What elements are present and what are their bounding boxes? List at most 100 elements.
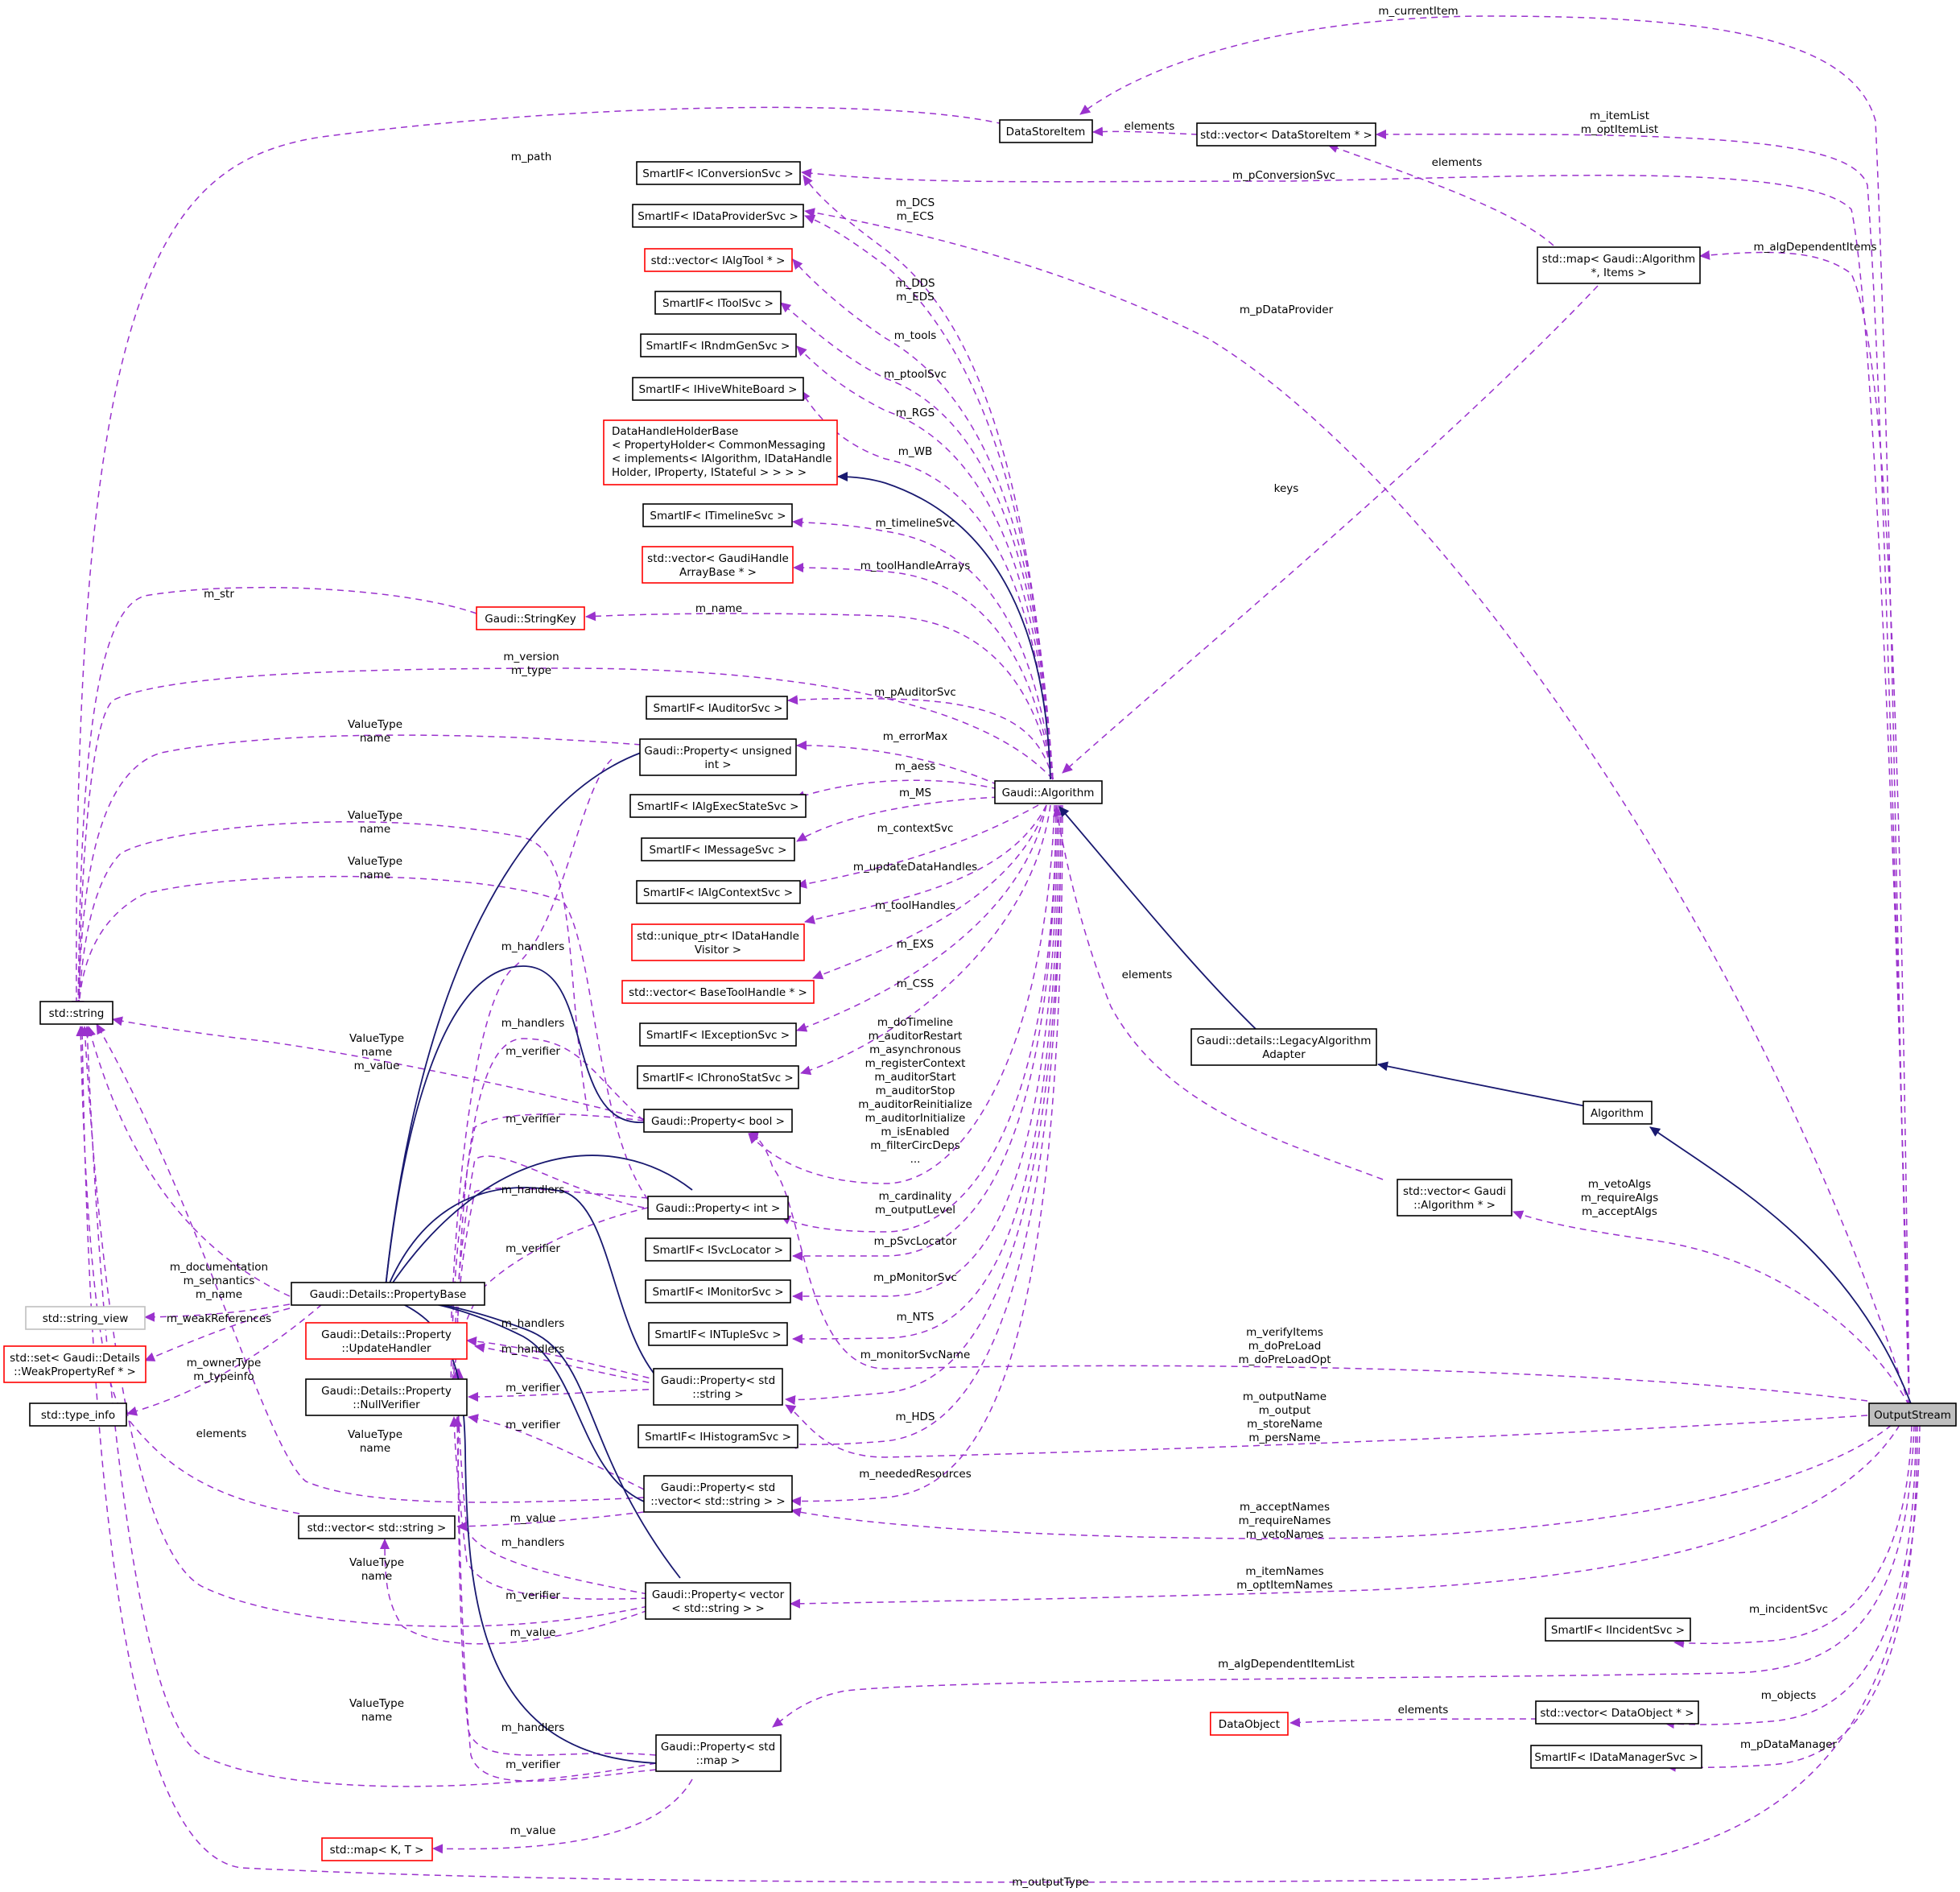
node-algorithm[interactable]: Algorithm (1582, 1101, 1653, 1125)
node-smartif-irndmgensvc[interactable]: SmartIF< IRndmGenSvc > (640, 333, 797, 357)
svg-text:SmartIF< IDataProviderSvc >: SmartIF< IDataProviderSvc > (638, 210, 798, 223)
node-smartif-intuplesvc[interactable]: SmartIF< INTupleSvc > (648, 1322, 788, 1346)
node-dataobject-label[interactable]: DataObject (1219, 1718, 1280, 1731)
node-set-weakpropertyref[interactable]: std::set< Gaudi::Details::WeakPropertyRe… (3, 1345, 146, 1383)
node-smartif-iauditorsvc[interactable]: SmartIF< IAuditorSvc > (646, 696, 788, 720)
edge-label-m-cardinality-2: m_outputLevel (875, 1204, 955, 1217)
edge-label-v5: m_verifier (505, 1419, 560, 1431)
svg-text:< PropertyHolder< CommonMessag: < PropertyHolder< CommonMessaging (612, 439, 825, 452)
edge-label-m-algdependentitems: m_algDependentItems (1753, 241, 1876, 254)
svg-text:SmartIF< IToolSvc >: SmartIF< IToolSvc > (662, 297, 774, 310)
svg-text:SmartIF< IHiveWhiteBoard >: SmartIF< IHiveWhiteBoard > (639, 383, 798, 396)
node-updatehandler[interactable]: Gaudi::Details::Property::UpdateHandler (305, 1322, 468, 1360)
node-gaudi-stringkey[interactable]: Gaudi::StringKey (476, 606, 585, 630)
node-outputstream[interactable]: OutputStream (1868, 1402, 1957, 1427)
edge-label-v7: m_verifier (505, 1758, 560, 1771)
node-smartif-ichronostatsvc[interactable]: SmartIF< IChronoStatSvc > (637, 1065, 799, 1089)
svg-text:::WeakPropertyRef * >: ::WeakPropertyRef * > (14, 1365, 136, 1378)
svg-text:*, Items >: *, Items > (1591, 266, 1647, 279)
node-property-string[interactable]: Gaudi::Property< std::string > (653, 1368, 783, 1406)
node-map-algorithm-items[interactable]: std::map< Gaudi::Algorithm*, Items > (1537, 246, 1701, 284)
node-property-bool[interactable]: Gaudi::Property< bool > (643, 1109, 793, 1133)
node-datahandleholderbase[interactable]: DataHandleHolderBase < PropertyHolder< C… (603, 419, 838, 485)
node-smartif-ihivewhiteboard[interactable]: SmartIF< IHiveWhiteBoard > (632, 377, 804, 401)
node-propertybase[interactable]: Gaudi::Details::PropertyBase (291, 1282, 485, 1306)
edge-label-m-nts: m_NTS (897, 1311, 935, 1324)
edge-label-m-outputname-3: m_storeName (1247, 1418, 1322, 1431)
node-smartif-ialgcontextsvc[interactable]: SmartIF< IAlgContextSvc > (636, 880, 801, 904)
node-smartif-itimelinesvc[interactable]: SmartIF< ITimelineSvc > (642, 503, 793, 527)
node-smartif-ialgexecstatesvc[interactable]: SmartIF< IAlgExecStateSvc > (629, 794, 807, 818)
node-vector-gaudi-algorithm[interactable]: std::vector< Gaudi::Algorithm * > (1397, 1179, 1512, 1217)
node-smartif-isvclocator[interactable]: SmartIF< ISvcLocator > (645, 1237, 791, 1262)
node-smartif-ihistogramsvc[interactable]: SmartIF< IHistogramSvc > (638, 1424, 798, 1448)
edge-label-v4: m_verifier (505, 1382, 560, 1394)
svg-text:Holder, IProperty, IStateful >: Holder, IProperty, IStateful > > > > (612, 466, 807, 479)
edge-label-v3: m_verifier (505, 1242, 560, 1255)
edge-label-vt3-2: name (360, 869, 390, 882)
svg-text:std::string: std::string (49, 1007, 105, 1020)
svg-text:Gaudi::Details::PropertyBase: Gaudi::Details::PropertyBase (310, 1288, 467, 1301)
edge-label-h1: m_handlers (501, 940, 565, 953)
svg-text:SmartIF< IIncidentSvc >: SmartIF< IIncidentSvc > (1551, 1624, 1685, 1637)
edge-label-m-itemnames-1: m_itemNames (1245, 1565, 1323, 1578)
svg-text:::UpdateHandler: ::UpdateHandler (341, 1342, 431, 1355)
node-datastoreitem[interactable]: DataStoreItem (999, 119, 1093, 143)
node-nullverifier[interactable]: Gaudi::Details::Property::NullVerifier (305, 1378, 468, 1416)
node-vector-datastoreitem[interactable]: std::vector< DataStoreItem * > (1196, 122, 1376, 147)
node-smartif-imonitorsvc[interactable]: SmartIF< IMonitorSvc > (645, 1279, 791, 1303)
edge-label-m-dotimeline-8: m_auditorInitialize (865, 1112, 966, 1125)
edge-label-m-ownertype-2: m_typeinfo (193, 1370, 254, 1383)
edge-label-h5: m_handlers (501, 1343, 565, 1356)
node-smartif-iincidentsvc[interactable]: SmartIF< IIncidentSvc > (1545, 1617, 1691, 1642)
edge-label-m-pauditorsvc: m_pAuditorSvc (874, 686, 956, 699)
edge-label-m-contextsvc: m_contextSvc (877, 822, 954, 835)
node-std-type-info[interactable]: std::type_info (29, 1402, 127, 1427)
svg-text:std::vector< GaudiHandle: std::vector< GaudiHandle (647, 552, 789, 565)
node-property-vector[interactable]: Gaudi::Property< vector< std::string > > (645, 1582, 791, 1620)
node-smartif-imessagesvc[interactable]: SmartIF< IMessageSvc > (641, 837, 795, 861)
svg-text:Gaudi::StringKey: Gaudi::StringKey (485, 613, 576, 626)
node-smartif-iconversionsvc[interactable]: SmartIF< IConversionSvc > (636, 161, 801, 185)
node-vector-std-string[interactable]: std::vector< std::string > (298, 1515, 456, 1539)
edge-label-m-dotimeline-7: m_auditorReinitialize (858, 1098, 972, 1111)
node-smartif-iexceptionsvc[interactable]: SmartIF< IExceptionSvc > (639, 1022, 797, 1047)
node-dataobject-box[interactable] (1209, 1712, 1289, 1736)
node-property-vector-string[interactable]: Gaudi::Property< std::vector< std::strin… (643, 1475, 793, 1513)
node-std-map-kt[interactable]: std::map< K, T > (321, 1837, 433, 1861)
edge-label-m-itemlist-2: m_optItemList (1581, 123, 1658, 136)
usage-edges (71, 15, 1921, 1883)
svg-text:SmartIF< IAuditorSvc >: SmartIF< IAuditorSvc > (654, 702, 783, 715)
node-vector-basetoolhandle[interactable]: std::vector< BaseToolHandle * > (621, 980, 815, 1004)
node-property-int[interactable]: Gaudi::Property< int > (647, 1196, 789, 1220)
node-property-map[interactable]: Gaudi::Property< std::map > (655, 1734, 782, 1772)
edge-label-h3: m_handlers (501, 1184, 565, 1196)
node-std-string-view[interactable]: std::string_view (25, 1306, 146, 1330)
node-vector-dataobject[interactable]: std::vector< DataObject * > (1535, 1700, 1699, 1725)
edge-label-m-outputname-4: m_persName (1248, 1431, 1320, 1444)
node-vector-ialgtool[interactable]: std::vector< IAlgTool * > (644, 248, 793, 272)
edge-label-m-dotimeline-1: m_doTimeline (877, 1016, 953, 1029)
svg-text:std::vector< DataObject * >: std::vector< DataObject * > (1540, 1707, 1694, 1720)
edge-label-vt1-2: name (360, 732, 390, 745)
node-smartif-idataprovidersvc[interactable]: SmartIF< IDataProviderSvc > (632, 204, 804, 228)
svg-text:Gaudi::Property< int >: Gaudi::Property< int > (656, 1202, 781, 1215)
svg-text:Gaudi::Algorithm: Gaudi::Algorithm (1002, 787, 1095, 799)
edge-label-m-acceptnames-1: m_acceptNames (1240, 1501, 1330, 1514)
svg-text:SmartIF< ISvcLocator >: SmartIF< ISvcLocator > (653, 1244, 783, 1257)
edge-label-m-dcs-2: m_ECS (897, 210, 934, 223)
svg-text:< std::string > >: < std::string > > (671, 1602, 765, 1615)
node-std-string[interactable]: std::string (39, 1001, 113, 1025)
edge-label-m-version-2: m_type (511, 664, 551, 677)
edge-label-h6: m_handlers (501, 1536, 565, 1549)
node-smartif-idatamanagersvc[interactable]: SmartIF< IDataManagerSvc > (1530, 1745, 1702, 1769)
node-smartif-itoolsvc[interactable]: SmartIF< IToolSvc > (654, 291, 782, 315)
node-gaudi-algorithm[interactable]: Gaudi::Algorithm (994, 780, 1103, 804)
svg-text:Algorithm: Algorithm (1591, 1107, 1644, 1120)
edge-label-m-incidentsvc: m_incidentSvc (1749, 1603, 1828, 1616)
